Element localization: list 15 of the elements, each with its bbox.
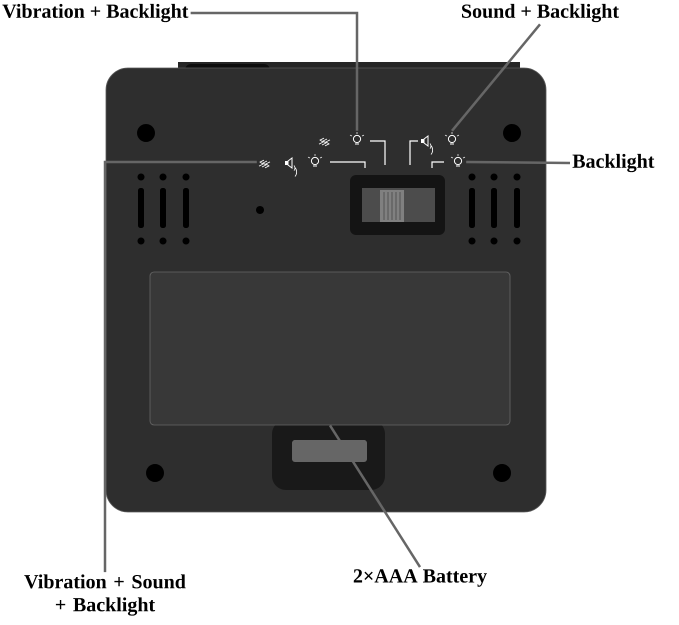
callout-label: 2×AAA Battery xyxy=(354,569,487,587)
battery-cover xyxy=(150,272,510,426)
mode-icons xyxy=(258,154,322,177)
bulb-icon xyxy=(444,132,460,144)
bulb-icon xyxy=(450,154,466,166)
callout-label: Vibration + Backlight xyxy=(2,4,188,22)
leader-line xyxy=(104,160,257,572)
callout-label: Vibration + Sound + Backlight xyxy=(24,574,186,616)
leader-line xyxy=(451,24,541,132)
callout-label: Sound + Backlight xyxy=(462,4,619,22)
leader-line xyxy=(328,424,422,568)
bulb-icon xyxy=(350,132,364,144)
leader-line xyxy=(190,12,358,131)
leader-line xyxy=(466,160,570,164)
callout-label: Backlight xyxy=(572,154,654,172)
